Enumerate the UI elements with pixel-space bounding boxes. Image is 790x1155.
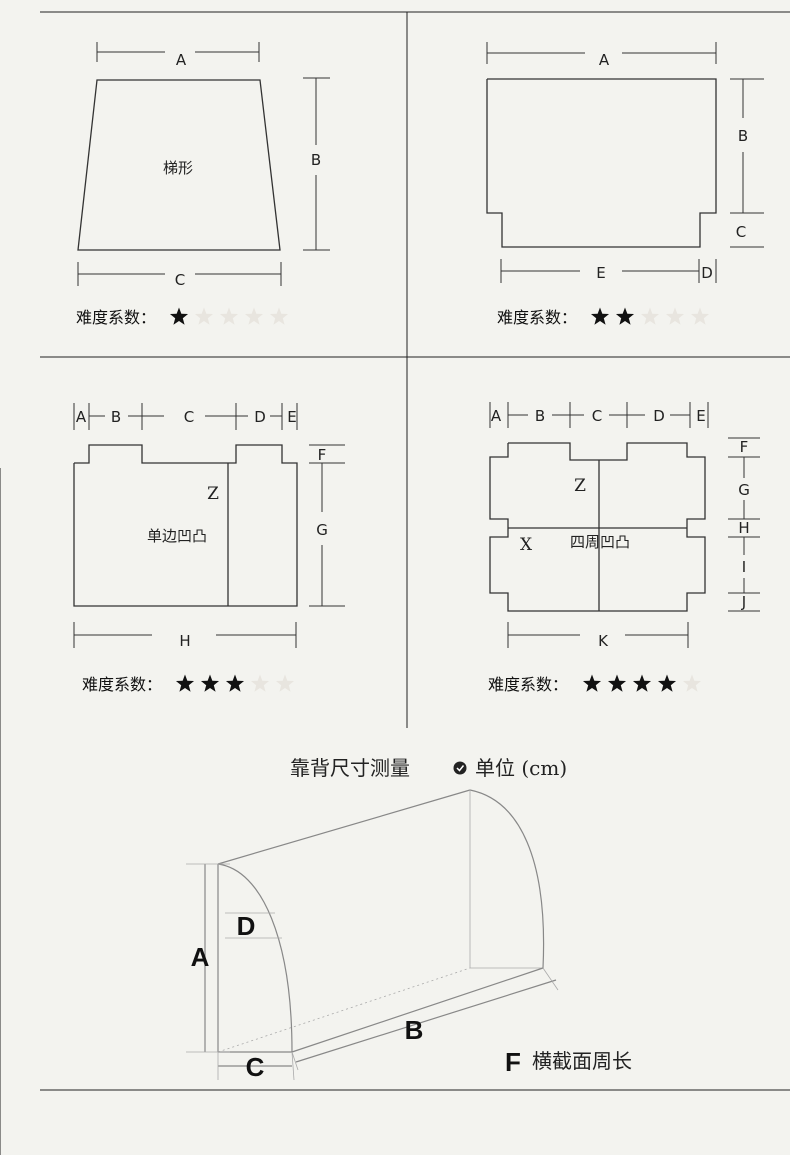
star-empty-icon xyxy=(219,307,239,325)
dimension-d: D xyxy=(701,259,717,283)
seam-z-label: Z xyxy=(574,476,586,496)
star-empty-icon xyxy=(244,307,264,325)
star-filled-icon xyxy=(657,674,677,692)
dimension-f-label: F xyxy=(740,438,749,456)
difficulty-stars xyxy=(175,674,295,692)
all-around-notch-shape xyxy=(489,442,706,612)
star-filled-icon xyxy=(607,674,627,692)
dimension-a: A xyxy=(96,42,260,69)
dimension-b-label: B xyxy=(111,408,121,426)
right-dimensions: F G xyxy=(309,444,345,607)
star-filled-icon xyxy=(590,307,610,325)
star-filled-icon xyxy=(582,674,602,692)
star-filled-icon xyxy=(175,674,195,692)
dimension-e-label: E xyxy=(287,408,296,426)
backrest-section: 靠背尺寸测量 单位 (cm) xyxy=(186,756,632,1082)
dimension-k-label: K xyxy=(598,632,609,650)
difficulty-stars xyxy=(169,307,289,325)
dimension-h-label: H xyxy=(179,632,190,650)
right-dimensions: F G H I J xyxy=(728,437,760,612)
dimension-a-label: A xyxy=(76,408,87,426)
single-notch-shape xyxy=(73,444,298,607)
notched-rectangle-shape xyxy=(486,78,717,248)
shape-name-all-around-notch: 四周凹凸 xyxy=(570,533,630,551)
star-empty-icon xyxy=(250,674,270,692)
difficulty-label: 难度系数： xyxy=(82,675,162,694)
dimension-k: K xyxy=(507,622,689,650)
panel-trapezoid: A B C 梯形 难度系数： xyxy=(76,42,330,327)
panel-notched-rectangle: A B C E D 难度系数： xyxy=(486,42,764,327)
star-filled-icon xyxy=(225,674,245,692)
dimension-c-label: C xyxy=(175,271,185,289)
star-empty-icon xyxy=(690,307,710,325)
difficulty-label: 难度系数： xyxy=(488,675,568,694)
star-empty-icon xyxy=(275,674,295,692)
dimension-c-label: C xyxy=(592,407,602,425)
backrest-f-label: F xyxy=(505,1047,521,1077)
star-empty-icon xyxy=(194,307,214,325)
shape-name-single-notch: 单边凹凸 xyxy=(147,527,207,545)
dimension-j-label: J xyxy=(741,593,746,611)
difficulty-label: 难度系数： xyxy=(497,308,577,327)
panel-all-around-notch: A B C D E F G H I J xyxy=(488,402,760,694)
seam-x-label: X xyxy=(520,535,533,555)
dimension-a-label: A xyxy=(599,51,610,69)
star-empty-icon xyxy=(682,674,702,692)
dimension-a-label: A xyxy=(491,407,502,425)
dimension-a: A xyxy=(486,42,717,69)
dimension-h-label: H xyxy=(738,519,749,537)
dimension-f-label: F xyxy=(318,446,327,464)
star-filled-icon xyxy=(169,307,189,325)
grid-lines xyxy=(0,11,790,1155)
dot-separator-icon xyxy=(453,761,467,775)
dimension-b: B xyxy=(303,77,330,251)
dimension-h: H xyxy=(73,622,297,650)
difficulty-stars xyxy=(590,307,710,325)
trapezoid-shape xyxy=(77,79,281,251)
backrest-a-label: A xyxy=(191,942,210,972)
star-filled-icon xyxy=(200,674,220,692)
dimension-d-label: D xyxy=(653,407,665,425)
dimension-b-label: B xyxy=(311,151,321,169)
dimension-c-label: C xyxy=(184,408,194,426)
difficulty-label: 难度系数： xyxy=(76,308,156,327)
star-filled-icon xyxy=(615,307,635,325)
dimension-c: C xyxy=(77,262,282,289)
dimension-e-label: E xyxy=(696,407,705,425)
top-dimensions: A B C D E xyxy=(489,402,709,428)
dimension-b-label: B xyxy=(738,127,748,145)
dimension-d-label: D xyxy=(701,264,713,282)
backrest-d-label: D xyxy=(237,911,256,941)
seam-z-label: Z xyxy=(207,484,219,504)
backrest-title: 靠背尺寸测量 xyxy=(290,756,410,780)
dimension-c: C xyxy=(730,223,764,248)
dimension-b: B xyxy=(730,78,764,214)
panel-single-side-notch: A B C D E F G H Z 单边凹凸 难度系数： xyxy=(73,403,345,694)
backrest-f-description: 横截面周长 xyxy=(532,1049,632,1073)
difficulty-stars xyxy=(582,674,702,692)
dimension-e-label: E xyxy=(596,264,605,282)
dimension-i-label: I xyxy=(742,558,746,576)
shape-name-trapezoid: 梯形 xyxy=(163,159,193,177)
dimension-a-label: A xyxy=(176,51,187,69)
backrest-b-label: B xyxy=(405,1015,424,1045)
backrest-cushion-drawing xyxy=(186,789,559,1081)
backrest-unit: 单位 (cm) xyxy=(475,756,567,780)
dimension-g-label: G xyxy=(316,521,328,539)
star-filled-icon xyxy=(632,674,652,692)
star-empty-icon xyxy=(665,307,685,325)
top-dimensions: A B C D E xyxy=(73,403,298,430)
dimension-d-label: D xyxy=(254,408,266,426)
dimension-e: E xyxy=(500,259,700,283)
star-empty-icon xyxy=(269,307,289,325)
dimension-g-label: G xyxy=(738,481,750,499)
dimension-b-label: B xyxy=(535,407,545,425)
star-empty-icon xyxy=(640,307,660,325)
backrest-c-label: C xyxy=(246,1052,265,1082)
dimension-c-label: C xyxy=(736,223,746,241)
